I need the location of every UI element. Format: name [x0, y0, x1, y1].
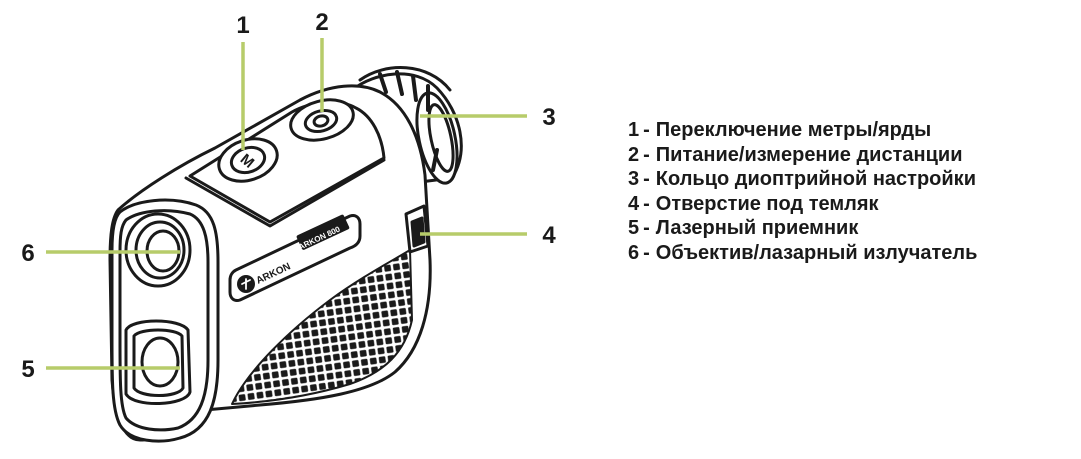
legend-item: 3-Кольцо диоптрийной настройки: [628, 167, 1078, 192]
legend-item-text: Кольцо диоптрийной настройки: [655, 168, 976, 190]
callout-number-6: 6: [21, 240, 34, 267]
legend-item-text: Объектив/лазарный излучатель: [655, 241, 978, 264]
legend-item-number: 3: [628, 168, 640, 190]
legend-item-separator: -: [643, 217, 650, 239]
callout-numbers: 1 2 3 4 5 6: [21, 9, 556, 383]
receiver-lens: [124, 319, 192, 405]
legend-item: 4-Отверстие под темляк: [628, 192, 1078, 217]
callout-number-2: 2: [315, 9, 328, 36]
legend-item-separator: -: [643, 241, 650, 264]
legend-item-separator: -: [643, 168, 650, 190]
legend-item: 5-Лазерный приемник: [628, 216, 1078, 241]
legend-item-number: 5: [628, 217, 640, 239]
legend-item-text: Питание/измерение дистанции: [655, 143, 963, 166]
parts-legend: 1-Переключение метры/ярды 2-Питание/изме…: [628, 118, 1078, 265]
legend-item-text: Лазерный приемник: [655, 217, 859, 239]
leader-lines: [46, 38, 527, 370]
legend-item-number: 2: [628, 143, 640, 166]
legend-item-separator: -: [643, 119, 650, 141]
legend-item-text: Отверстие под темляк: [655, 192, 879, 215]
callout-number-3: 3: [542, 104, 555, 131]
legend-item: 6-Объектив/лазарный излучатель: [628, 241, 1078, 266]
legend-item-number: 4: [628, 192, 640, 215]
objective-lens: [124, 212, 192, 288]
callout-number-4: 4: [542, 222, 556, 249]
legend-item-separator: -: [643, 192, 650, 215]
lanyard-hole: [404, 204, 430, 254]
legend-item: 2-Питание/измерение дистанции: [628, 143, 1078, 168]
rangefinder-body: M ARKON: [108, 66, 463, 443]
legend-item-text: Переключение метры/ярды: [655, 119, 932, 141]
legend-item-number: 6: [628, 241, 640, 264]
callout-number-1: 1: [236, 12, 249, 39]
legend-item-number: 1: [628, 119, 640, 141]
legend-item: 1-Переключение метры/ярды: [628, 118, 1078, 143]
callout-number-5: 5: [21, 356, 34, 383]
power-button: [289, 98, 355, 142]
legend-item-separator: -: [643, 143, 650, 166]
